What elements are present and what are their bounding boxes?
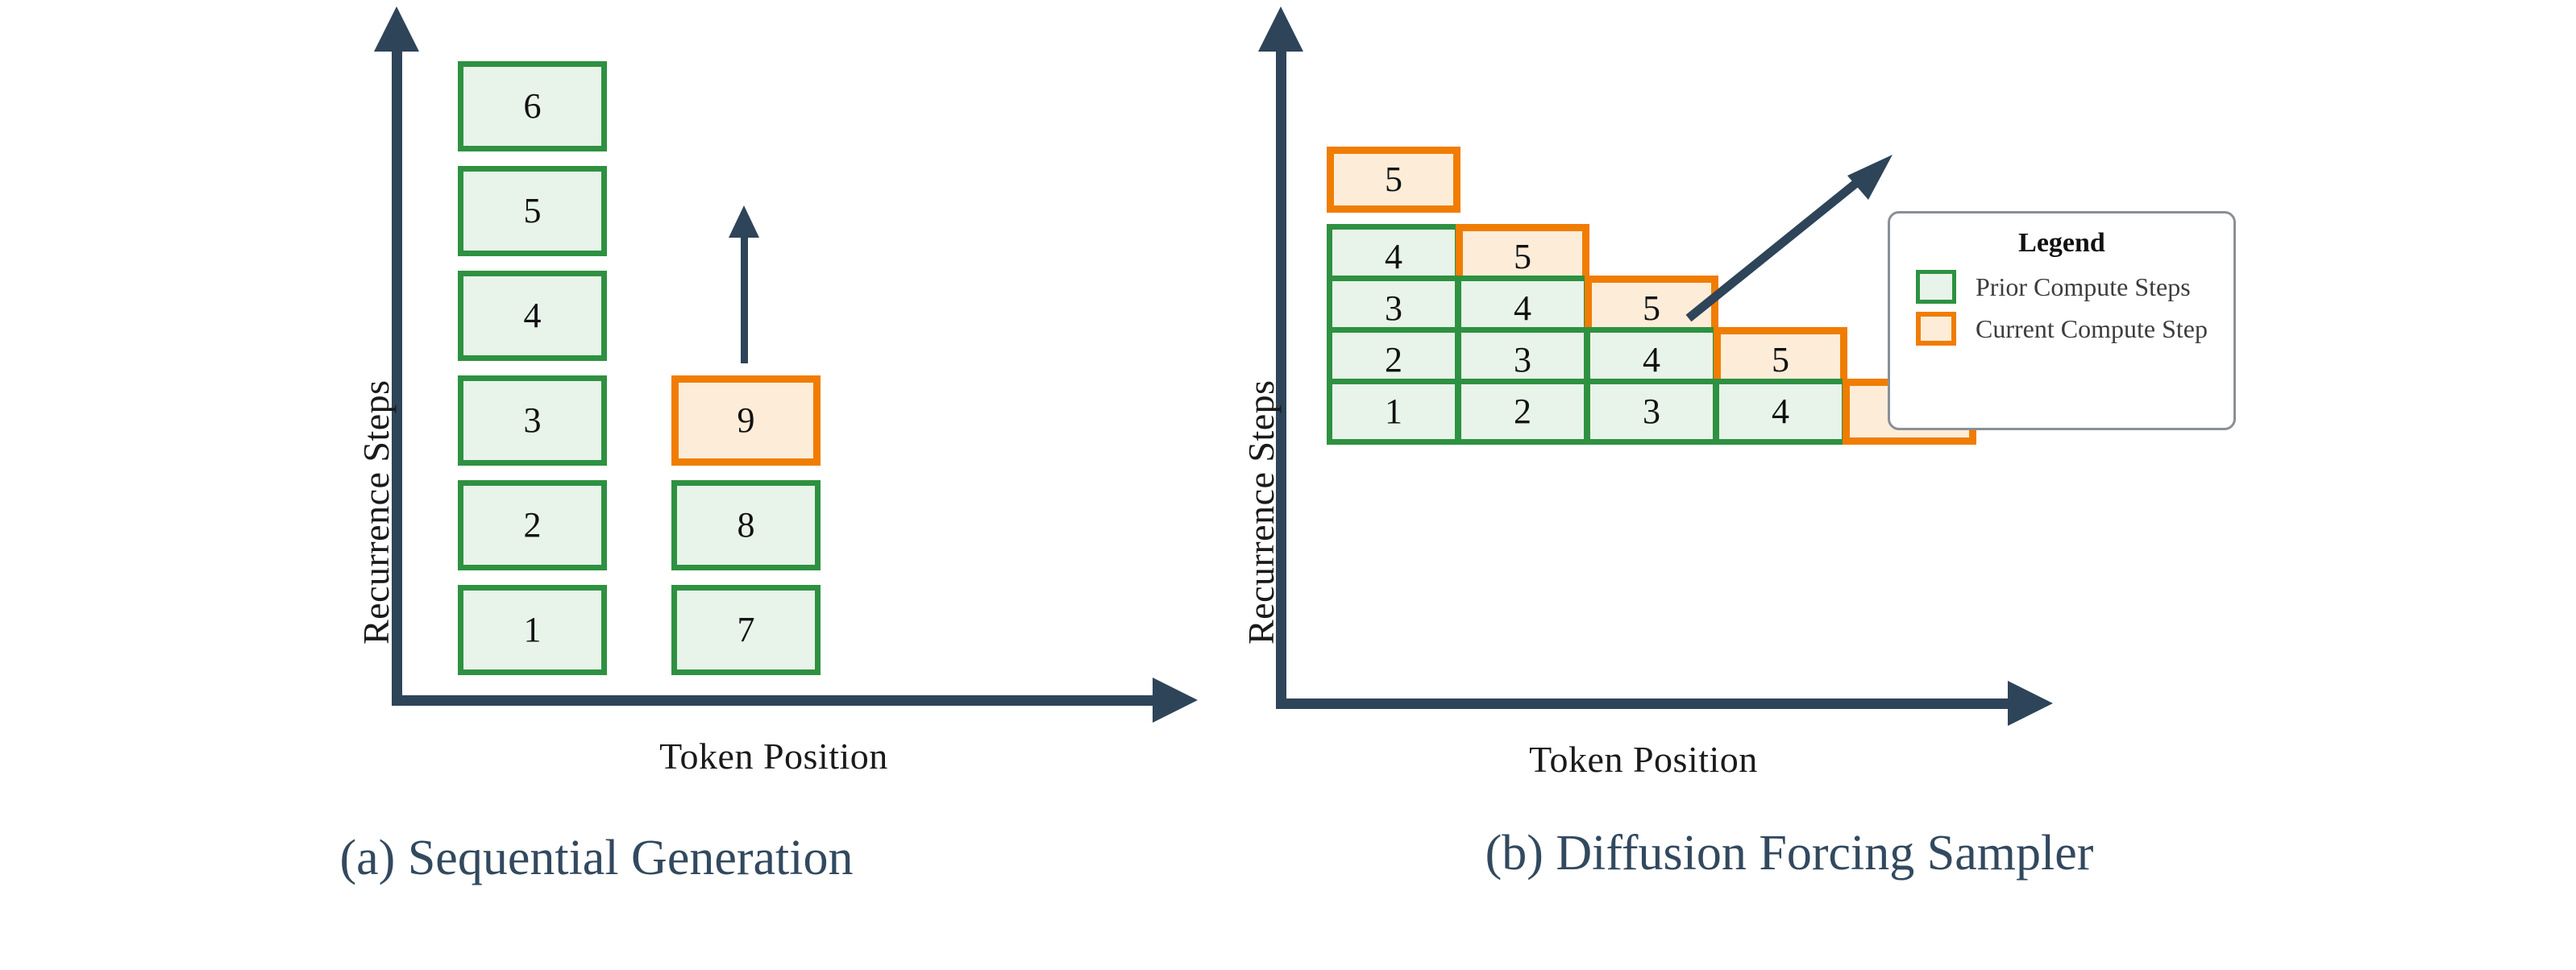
token-box: 3 (458, 375, 607, 466)
token-box-current: 5 (1327, 147, 1460, 213)
x-axis-line (1276, 698, 2011, 709)
legend-label-current: Current Compute Step (1976, 313, 2208, 343)
y-axis-arrowhead (374, 6, 419, 52)
token-box: 1 (458, 585, 607, 675)
panel-a-caption: (a) Sequential Generation (339, 831, 854, 885)
token-box: 2 (458, 480, 607, 570)
y-axis-arrowhead (1258, 6, 1303, 52)
x-axis-label-a: Token Position (659, 736, 888, 777)
x-axis-arrowhead (2008, 681, 2053, 726)
token-box: 1 (1327, 379, 1460, 445)
token-box: 4 (458, 271, 607, 361)
token-box: 2 (1456, 379, 1589, 445)
token-box: 4 (1714, 379, 1847, 445)
progress-arrow-shaft (741, 230, 748, 363)
legend-title: Legend (2018, 228, 2105, 258)
token-box: 6 (458, 61, 607, 151)
legend-entry-current: Current Compute Step (1916, 312, 2212, 346)
x-axis-arrowhead (1153, 678, 1198, 723)
progress-arrow-head (729, 205, 759, 238)
token-box: 5 (458, 166, 607, 256)
token-box: 8 (671, 480, 821, 570)
x-axis-label-b: Token Position (1529, 739, 1758, 780)
legend-swatch-prior-icon (1916, 270, 1956, 304)
panel-b-caption: (b) Diffusion Forcing Sampler (1485, 826, 2094, 881)
y-axis-label-a: Recurrence Steps (355, 379, 397, 645)
y-axis-label-b: Recurrence Steps (1240, 379, 1282, 645)
progress-arrow-diagonal (1685, 155, 1893, 322)
legend: Legend Prior Compute Steps Current Compu… (1888, 211, 2236, 430)
token-box: 3 (1585, 379, 1718, 445)
y-axis-line (1276, 50, 1286, 709)
legend-label-prior: Prior Compute Steps (1976, 272, 2191, 301)
legend-entry-prior: Prior Compute Steps (1916, 270, 2212, 304)
token-box-current: 9 (671, 375, 821, 466)
panel-sequential-generation: Recurrence Steps Token Position 6 5 4 3 … (0, 0, 1257, 970)
legend-swatch-current-icon (1916, 312, 1956, 346)
y-axis-line (392, 50, 402, 706)
panel-diffusion-forcing-sampler: Recurrence Steps Token Position 5 4 3 2 … (1240, 0, 2576, 970)
x-axis-line (392, 695, 1156, 706)
token-box: 7 (671, 585, 821, 675)
